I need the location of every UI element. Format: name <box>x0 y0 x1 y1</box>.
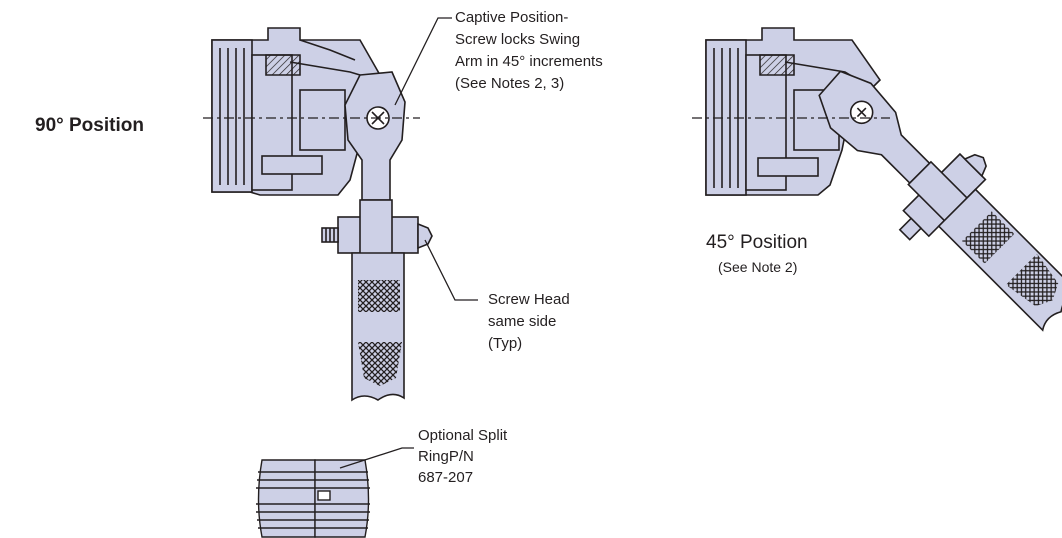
label-split-line3: 687-207 <box>418 469 474 486</box>
label-45-position: 45° Position <box>706 232 808 253</box>
label-screwhead-line2: same side <box>488 313 557 330</box>
label-captive-line1: Captive Position- <box>455 9 569 26</box>
connector-45-assembly <box>705 27 1062 332</box>
label-split-line2: RingP/N <box>418 448 474 465</box>
label-screwhead-line1: Screw Head <box>488 291 570 308</box>
label-screwhead-line3: (Typ) <box>488 335 523 352</box>
split-ring <box>256 459 370 538</box>
label-captive-line2: Screw locks Swing <box>455 31 581 48</box>
label-45-note: (See Note 2) <box>718 259 798 275</box>
label-split-line1: Optional Split <box>418 427 508 444</box>
label-90-position: 90° Position <box>35 115 144 136</box>
leader-screwhead <box>424 239 478 301</box>
label-captive-line4: (See Notes 2, 3) <box>455 75 565 92</box>
label-captive-line3: Arm in 45° increments <box>455 53 603 70</box>
leader-split <box>339 447 414 469</box>
connector-90-assembly <box>211 27 433 402</box>
leader-captive <box>394 17 452 106</box>
